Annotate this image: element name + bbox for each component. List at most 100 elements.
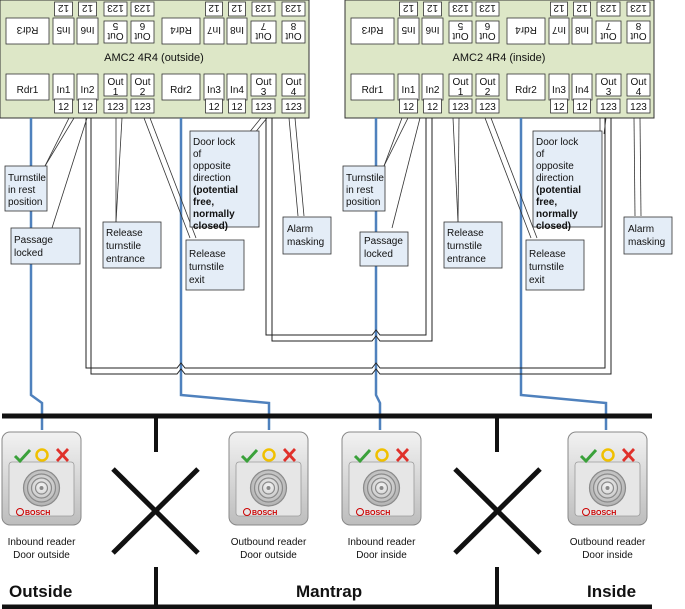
port-rdr1: Rdr1 [5,73,50,101]
port-rdr2: Rdr2 [506,73,546,101]
port-number: 1 [113,87,119,98]
port-label: Rdr3 [361,24,383,35]
port-label: In4 [575,85,589,96]
port-pins: 12 [208,2,220,13]
reader-brand: BOSCH [252,510,277,517]
port-number: 4 [636,87,642,98]
port-label: Out [255,77,271,88]
reader-caption-line2: Door outside [240,550,297,561]
bosch-logo-icon [16,508,24,516]
port-pins: 12 [403,2,415,13]
port-label: Out [285,30,301,41]
port-rdr4: Rdr4 [506,17,546,45]
port-label: In3 [552,85,566,96]
port-pins: 123 [134,102,151,113]
zone-label-outside: Outside [9,582,72,601]
port-pins: 123 [452,102,469,113]
port-number: 3 [606,87,612,98]
port-in2: In2 12 [421,73,444,114]
rfid-antenna-icon [362,469,401,507]
cross-icon [55,448,70,462]
port-number: 5 [112,20,118,31]
port-pins: 123 [600,2,617,13]
check-icon [240,448,259,464]
port-rdr3: Rdr3 [350,17,395,45]
port-number: 2 [140,87,146,98]
cross-icon [282,448,297,462]
check-icon [353,448,372,464]
reader-caption-line1: Outbound reader [570,537,646,548]
port-label: In2 [426,85,440,96]
port-pins: 12 [553,2,565,13]
port-pins: 123 [107,102,124,113]
reader-caption-line1: Inbound reader [8,537,77,548]
port-label: In7 [207,24,221,35]
port-label: Rdr3 [16,24,38,35]
port-rdr1: Rdr1 [350,73,395,101]
rfid-antenna-icon [249,469,288,507]
port-number: 8 [635,20,641,31]
port-pins: 12 [427,102,439,113]
port-number: 2 [485,87,491,98]
barrier-lines [2,413,652,609]
port-label: Out [134,30,150,41]
port-label: In3 [207,85,221,96]
port-number: 8 [290,20,296,31]
port-pins: 12 [403,102,415,113]
port-label: Out [452,30,468,41]
port-rdr4: Rdr4 [161,17,201,45]
port-label: Out [479,30,495,41]
port-pins: 123 [285,102,302,113]
port-label: In1 [57,85,71,96]
bosch-logo-icon [356,508,364,516]
port-pins: 123 [107,2,124,13]
reader-brand: BOSCH [25,510,50,517]
circle-icon [601,448,615,462]
port-label: In5 [401,24,415,35]
port-in5: In5 12 [397,1,420,45]
port-pins: 12 [576,2,588,13]
bosch-logo-icon [243,508,251,516]
port-label: In4 [230,85,244,96]
port-number: 5 [457,20,463,31]
port-label: Out [479,77,495,88]
port-label: Out [600,77,616,88]
turnstile-outside-icon [111,467,200,555]
port-label: In2 [81,85,95,96]
